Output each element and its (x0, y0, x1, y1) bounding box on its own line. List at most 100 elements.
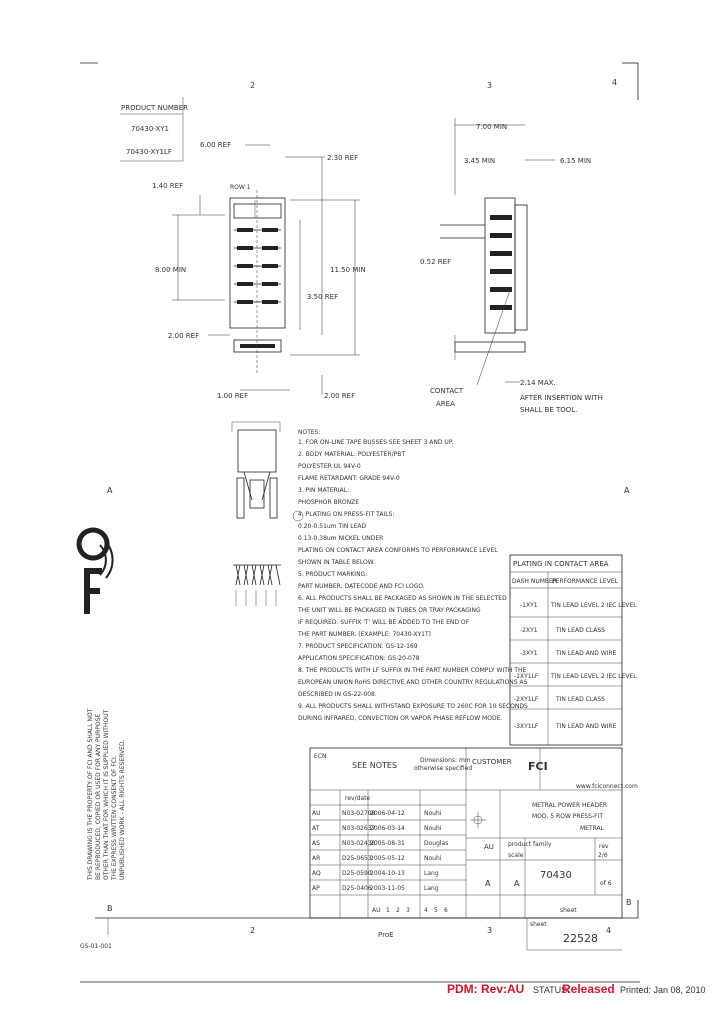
side-code: GS-01-001 (80, 943, 112, 950)
dim-6-15-min: 6.15 MIN (560, 157, 591, 165)
history-ecn: D25-0406 (342, 885, 372, 892)
history-date: 2006-03-14 (370, 825, 405, 832)
plating-row-dash: -3XY1 (520, 650, 538, 657)
drawing-number-label: sheet (530, 921, 547, 928)
tolerance-note-1: Dimensions: mm (420, 757, 471, 764)
history-by: Lang (424, 885, 439, 892)
history-date: 2004-10-13 (370, 870, 405, 877)
plating-row-level: TIN LEAD LEVEL 2 IEC LEVEL (550, 602, 637, 609)
plating-row-dash: -1XY1LF (514, 673, 539, 680)
proprietary-line: THE EXPRESS WRITTEN CONSENT OF FCI. (111, 755, 118, 881)
product-family: METRAL (580, 825, 605, 832)
fci-side-logo (76, 527, 114, 614)
row-1-label: ROW 1 (230, 184, 251, 191)
doc-number: 70430 (540, 870, 572, 881)
bottom-row-label: AU (372, 907, 381, 914)
sheet-value: 2/6 (598, 852, 608, 859)
note-line: PHOSPHOR BRONZE (298, 499, 359, 506)
website: www.fciconnect.com (576, 783, 638, 790)
zone-col-3-top: 3 (487, 81, 492, 90)
note-line: FLAME RETARDANT: GRADE 94V-0 (298, 475, 400, 482)
bottom-strip: ProE sheet 22528 (378, 918, 622, 951)
bottom-row-label: 1 (386, 907, 390, 914)
dim-3-50-ref: 3.50 REF (307, 293, 338, 301)
dim-0-52-ref: 0.52 REF (420, 258, 451, 266)
size-letter: A (485, 879, 491, 888)
history-date: 2005-08-31 (370, 840, 405, 847)
history-rev: AT (312, 825, 320, 832)
contact-area-label-2: AREA (436, 400, 455, 408)
history-ecn: N03-02637 (342, 825, 376, 832)
proprietary-line: OTHER THAN THAT FOR WHICH IT IS SUPPLIED… (103, 709, 110, 880)
bottom-row-label: 2 (396, 907, 400, 914)
note-line: THE PART NUMBER. (EXAMPLE: 70430-XY1T) (297, 631, 431, 638)
plating-row-level: TIN LEAD AND WIRE (555, 723, 617, 730)
zone-col-3-bottom: 3 (487, 926, 492, 935)
history-ecn: D25-0653 (342, 855, 372, 862)
history-by: Nouhi (424, 810, 442, 817)
dim-11-50-min: 11.50 MIN (330, 266, 366, 274)
plating-col-level: PERFORMANCE LEVEL (552, 578, 619, 585)
note-line: 2. BODY MATERIAL: POLYESTER/PBT (298, 451, 405, 458)
notes-block: NOTES: 1. FOR ON-LINE TAPE BUSSES SEE SH… (292, 429, 528, 722)
bottom-row-label: 3 (406, 907, 410, 914)
zone-row-b-left: B (107, 904, 113, 913)
ecn-col-label: ECN (314, 753, 326, 760)
scale-label: scale (508, 852, 524, 859)
note-line: POLYESTER UL 94V-0 (298, 463, 361, 470)
zone-col-4-top: 4 (612, 78, 617, 87)
note-line: SHOWN IN TABLE BELOW. (298, 559, 375, 566)
note-line: 8. THE PRODUCTS WITH LF SUFFIX IN THE PA… (298, 667, 526, 674)
note-line: 1. FOR ON-LINE TAPE BUSSES SEE SHEET 3 A… (298, 439, 454, 446)
proprietary-note: THIS DRAWING IS THE PROPERTY OF FCI AND … (87, 708, 126, 881)
fci-title-logo: FCI (528, 760, 548, 773)
plating-row-level: TIN LEAD CLASS (555, 696, 605, 703)
product-family-label: product family (508, 841, 552, 848)
front-view: 6.00 REF 2.30 REF 1.40 REF ROW 1 11.50 M… (152, 141, 366, 400)
dim-2-30-ref: 2.30 REF (327, 154, 358, 162)
zone-col-4-bottom: 4 (606, 926, 611, 935)
product-number-1: 70430-XY1 (131, 125, 169, 133)
note-line: EUROPEAN UNION RoHS DIRECTIVE AND OTHER … (298, 679, 528, 686)
rev-label: rev (599, 843, 609, 850)
dim-2-00-ref-bottom: 2.00 REF (324, 392, 355, 400)
history-date: 2003-11-05 (370, 885, 405, 892)
note-line: PART NUMBER, DATECODE AND FCI LOGO. (298, 583, 425, 590)
history-ecn: D25-0590 (342, 870, 372, 877)
note-line: 9. ALL PRODUCTS SHALL WITHSTAND EXPOSURE… (298, 703, 528, 710)
status-label: STATUS: (533, 985, 570, 995)
plating-col-dash: DASH NUMBER (512, 578, 557, 585)
history-date: 2006-04-12 (370, 810, 405, 817)
title-line-1: METRAL POWER HEADER (532, 802, 607, 809)
note-line: 5. PRODUCT MARKING: (298, 571, 367, 578)
sheet-label: sheet (560, 907, 577, 914)
note-line: 0.20-0.51um TIN LEAD (298, 523, 367, 530)
after-insertion-1: 2.14 MAX. (520, 379, 556, 387)
customer-label: CUSTOMER (472, 758, 512, 766)
zone-col-2-top: 2 (250, 81, 255, 90)
title-line-2: MOD. 5 ROW PRESS-FIT (532, 813, 603, 820)
side-view: 7.00 MIN 3.45 MIN 6.15 MIN 0.52 REF CONT… (420, 118, 603, 414)
history-by: Nouhi (424, 825, 442, 832)
dim-7-00-min: 7.00 MIN (476, 123, 507, 131)
zone-col-2-bottom: 2 (250, 926, 255, 935)
plating-row-dash: -1XY1 (520, 602, 538, 609)
history-by: Nouhi (424, 855, 442, 862)
note-line: IF REQUIRED. SUFFIX 'T' WILL BE ADDED TO… (298, 619, 470, 626)
bottom-row-label: 4 (424, 907, 428, 914)
see-notes: SEE NOTES (352, 761, 397, 770)
ecn-col-label: rev/date (345, 795, 370, 802)
product-number-header: PRODUCT NUMBER (121, 104, 188, 112)
note-line: 6. ALL PRODUCTS SHALL BE PACKAGED AS SHO… (298, 595, 507, 602)
plating-table: PLATING IN CONTACT AREA DASH NUMBER PERF… (509, 554, 637, 746)
history-ecn: N03-02708 (342, 810, 376, 817)
note-line: NOTES: (298, 429, 321, 436)
pdm-revision: PDM: Rev:AU (447, 982, 525, 996)
history-rev: AS (312, 840, 320, 847)
plating-row-dash: -2XY1LF (514, 696, 539, 703)
history-rev: AU (312, 810, 321, 817)
history-rev: AR (312, 855, 320, 862)
dim-8-00-min: 8.00 MIN (155, 266, 186, 274)
note-line: 7. PRODUCT SPECIFICATION: GS-12-169 (298, 643, 418, 650)
